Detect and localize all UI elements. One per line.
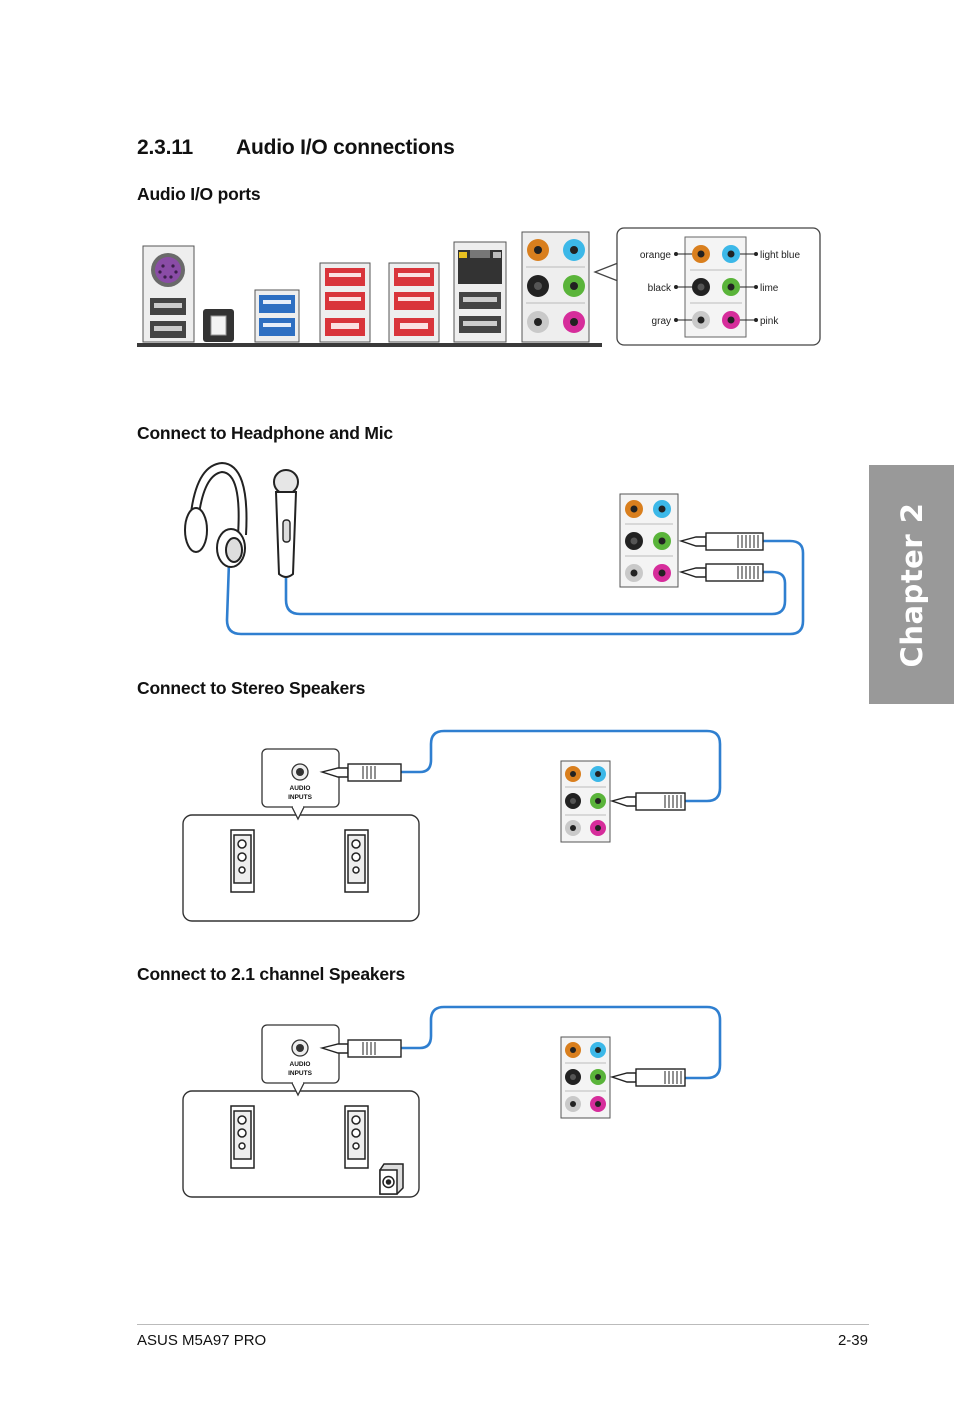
audio-jacks-block: [521, 231, 590, 343]
ps2-port: [155, 257, 181, 283]
section-title: 2.3.11 Audio I/O connections: [137, 136, 455, 160]
speaker-left-icon: [230, 829, 255, 893]
legend-lime: lime: [760, 283, 779, 294]
lan-usb-block: [453, 241, 507, 343]
heading-audio-ports: Audio I/O ports: [137, 184, 261, 204]
microphone-icon: [273, 469, 299, 578]
mic-cable: [284, 570, 787, 616]
speaker-21-left-icon: [230, 1105, 255, 1169]
audio-inputs-box-21: AUDIO INPUTS: [261, 1024, 340, 1097]
speakers-21-cable: [401, 1005, 722, 1080]
plug-headphone: [678, 532, 764, 551]
plug-speaker-21-input: [319, 1039, 402, 1058]
ps2-usb-block: [142, 245, 195, 343]
audio-inputs-21-line2: INPUTS: [288, 1070, 313, 1077]
stereo-cable: [401, 729, 722, 803]
audio-inputs-line2: INPUTS: [288, 794, 313, 801]
speaker-right-icon: [344, 829, 369, 893]
chapter-tab: Chapter 2: [869, 465, 954, 704]
audio-jacks-21: [560, 1036, 611, 1119]
jack-legend-callout: orange black gray light blue lime pink: [593, 227, 821, 346]
usb2-block-2: [388, 262, 440, 343]
heading-stereo-speakers: Connect to Stereo Speakers: [137, 678, 366, 698]
footer-product: ASUS M5A97 PRO: [137, 1332, 267, 1349]
heading-21-speakers: Connect to 2.1 channel Speakers: [137, 964, 406, 984]
panel-base: [137, 343, 602, 347]
footer-page-number: 2-39: [837, 1332, 868, 1349]
optical-port: [203, 309, 234, 342]
legend-black: black: [648, 283, 672, 294]
audio-jacks-stereo: [560, 760, 611, 843]
legend-gray: gray: [652, 316, 671, 327]
heading-headphone-mic: Connect to Headphone and Mic: [137, 423, 393, 443]
audio-inputs-box: AUDIO INPUTS: [261, 748, 340, 821]
section-title-text: Audio I/O connections: [236, 136, 455, 159]
headphone-cable: [225, 539, 805, 636]
plug-21-lime: [609, 1068, 686, 1087]
section-number: 2.3.11: [137, 136, 194, 159]
plug-stereo-lime: [609, 792, 686, 811]
audio-inputs-21-line1: AUDIO: [290, 1061, 311, 1068]
subwoofer-icon: [379, 1163, 404, 1195]
legend-pink: pink: [760, 316, 779, 327]
speaker-21-right-icon: [344, 1105, 369, 1169]
footer-rule: [137, 1324, 869, 1325]
legend-orange: orange: [640, 250, 672, 261]
audio-jacks-headphone: [619, 493, 679, 588]
headphones-icon: [184, 461, 248, 568]
usb2-block-1: [319, 262, 371, 343]
legend-light-blue: light blue: [760, 250, 800, 261]
audio-inputs-line1: AUDIO: [290, 785, 311, 792]
usb3-block: [254, 289, 300, 343]
plug-mic: [678, 563, 764, 582]
plug-speaker-input: [319, 763, 402, 782]
